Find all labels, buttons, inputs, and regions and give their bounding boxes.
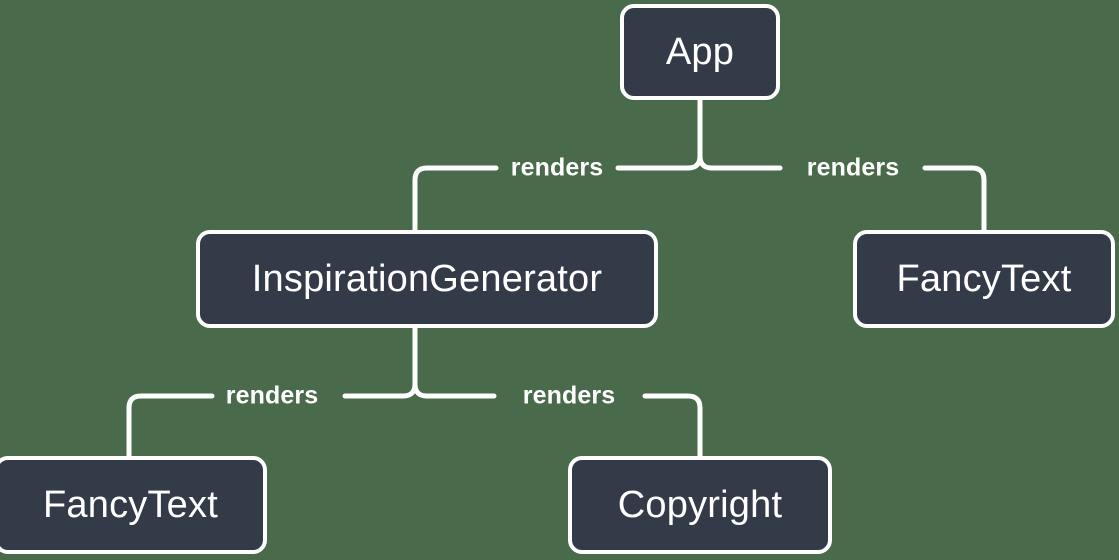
node-app[interactable]: App: [620, 4, 780, 100]
node-fancytext-right[interactable]: FancyText: [853, 230, 1115, 328]
edge-app-to-inspirationgenerator-b: [412, 165, 499, 233]
node-app-label: App: [665, 31, 735, 73]
edge-label-app-to-fancytext-right: renders: [806, 153, 900, 182]
edge-inspirationgenerator-stem-right: [412, 381, 430, 399]
node-copyright[interactable]: Copyright: [568, 456, 832, 554]
node-fancytext-bottom-label: FancyText: [43, 484, 218, 526]
node-fancytext-right-label: FancyText: [896, 258, 1072, 300]
edge-label-app-to-inspirationgenerator: renders: [510, 153, 604, 182]
edge-label-inspirationgenerator-to-fancytext-bottom: renders: [225, 381, 319, 410]
edge-label-inspirationgenerator-to-copyright: renders: [522, 381, 616, 410]
node-copyright-label: Copyright: [617, 484, 783, 526]
node-inspirationgenerator-label: InspirationGenerator: [251, 258, 603, 300]
edge-app-to-fancytext-right-b: [922, 165, 987, 233]
node-inspirationgenerator[interactable]: InspirationGenerator: [196, 230, 658, 328]
edge-inspirationgenerator-to-fancytext-bottom-b: [126, 393, 215, 459]
edge-app-stem-right: [697, 153, 715, 171]
node-fancytext-bottom[interactable]: FancyText: [0, 456, 267, 554]
edge-inspirationgenerator-to-copyright-b: [642, 393, 703, 459]
